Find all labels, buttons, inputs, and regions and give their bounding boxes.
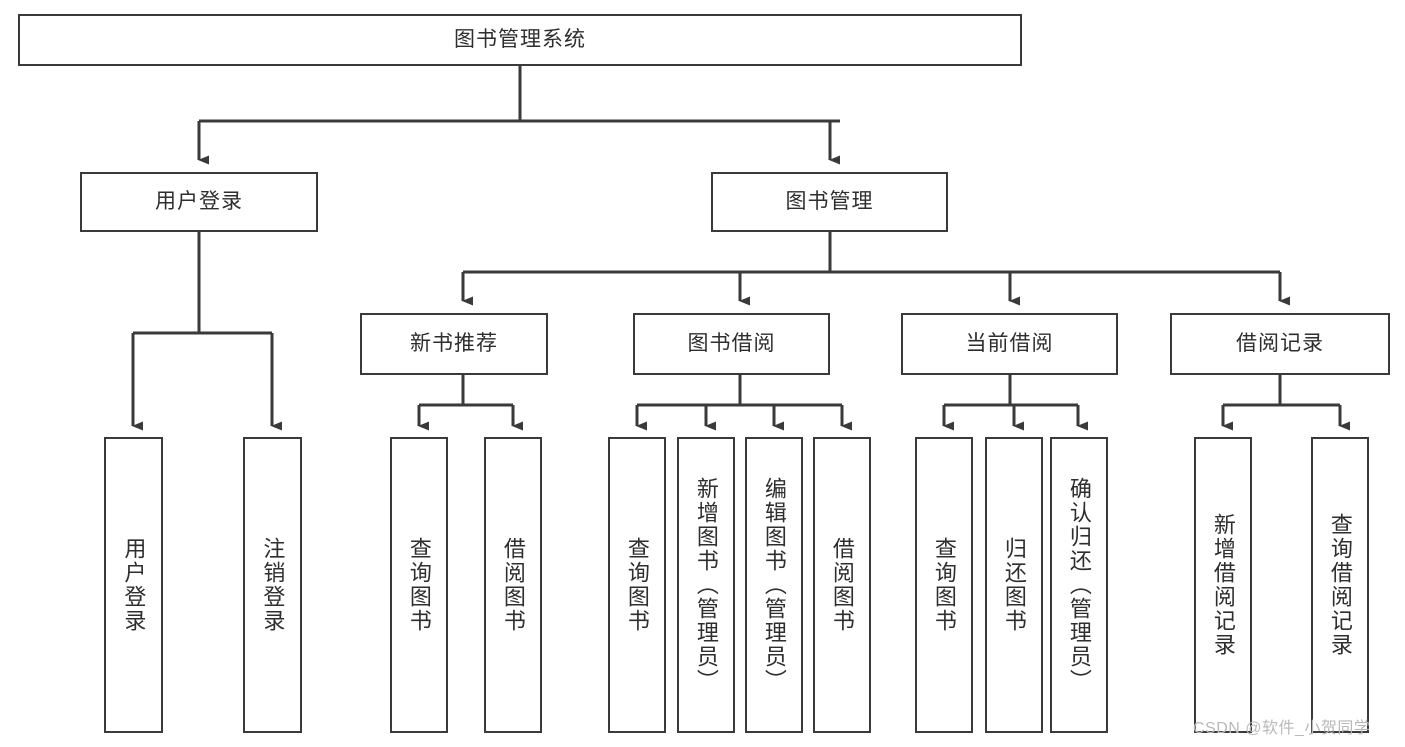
node-current-borrow-label: 当前借阅 [965,332,1054,356]
node-new-book-recommend[interactable]: 新书推荐 [360,313,548,375]
node-leaf-edit-book-label: 编辑图书（管理员） [761,477,787,693]
node-leaf-user-logout[interactable]: 注销登录 [243,437,302,733]
node-leaf-return-book[interactable]: 归还图书 [985,437,1043,733]
node-leaf-confirm-return-label: 确认归还（管理员） [1066,477,1092,693]
node-leaf-add-record[interactable]: 新增借阅记录 [1194,437,1252,733]
node-leaf-add-book[interactable]: 新增图书（管理员） [677,437,735,733]
node-borrow-record[interactable]: 借阅记录 [1170,313,1390,375]
node-root[interactable]: 图书管理系统 [18,14,1022,66]
node-borrow-record-label: 借阅记录 [1236,332,1324,356]
node-leaf-borrow-book-2[interactable]: 借阅图书 [813,437,871,733]
node-leaf-query-record[interactable]: 查询借阅记录 [1311,437,1369,733]
node-new-book-recommend-label: 新书推荐 [410,332,498,356]
node-book-borrow[interactable]: 图书借阅 [633,313,830,375]
node-user-login[interactable]: 用户登录 [80,172,318,232]
node-leaf-add-book-label: 新增图书（管理员） [693,477,719,693]
node-leaf-query-book-1-label: 查询图书 [406,537,432,633]
node-leaf-borrow-book-2-label: 借阅图书 [829,537,855,633]
node-leaf-query-record-label: 查询借阅记录 [1327,513,1353,657]
node-leaf-edit-book[interactable]: 编辑图书（管理员） [745,437,803,733]
node-leaf-query-book-2-label: 查询图书 [624,537,650,633]
watermark: CSDN @软件_小贺同学 [1193,720,1371,737]
node-book-manage-label: 图书管理 [785,190,874,214]
node-leaf-query-book-3[interactable]: 查询图书 [915,437,973,733]
node-current-borrow[interactable]: 当前借阅 [901,313,1118,375]
node-leaf-query-book-2[interactable]: 查询图书 [608,437,666,733]
node-book-manage[interactable]: 图书管理 [711,172,948,232]
node-user-login-label: 用户登录 [155,190,243,214]
node-leaf-borrow-book-1[interactable]: 借阅图书 [484,437,542,733]
node-leaf-add-record-label: 新增借阅记录 [1210,513,1236,657]
node-leaf-user-login[interactable]: 用户登录 [104,437,163,733]
node-leaf-query-book-3-label: 查询图书 [931,537,957,633]
node-leaf-return-book-label: 归还图书 [1001,537,1027,633]
node-book-borrow-label: 图书借阅 [687,332,776,356]
node-root-label: 图书管理系统 [454,28,586,52]
node-leaf-user-login-label: 用户登录 [121,537,147,633]
node-leaf-user-logout-label: 注销登录 [260,537,286,633]
node-leaf-confirm-return[interactable]: 确认归还（管理员） [1050,437,1108,733]
node-leaf-borrow-book-1-label: 借阅图书 [500,537,526,633]
node-leaf-query-book-1[interactable]: 查询图书 [390,437,448,733]
